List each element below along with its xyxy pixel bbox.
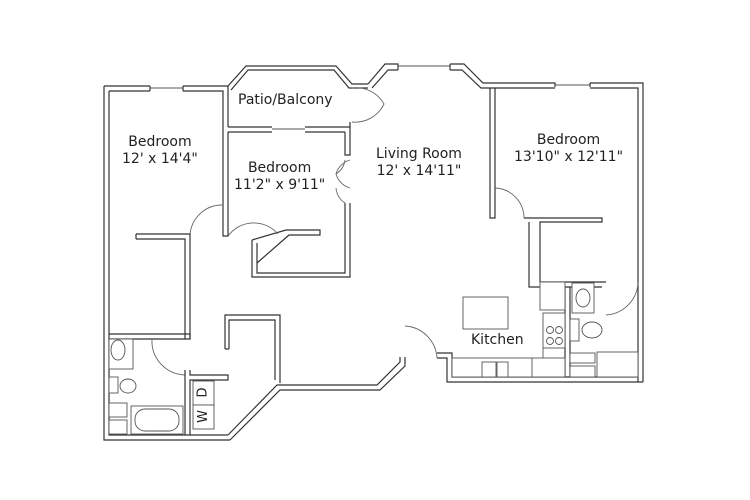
room-label-bedroom-1: Bedroom 12' x 14'4": [122, 134, 198, 168]
room-dimensions: 11'2" x 9'11": [234, 177, 326, 193]
washer-dryer-closet: [192, 380, 215, 430]
right-bathroom: [569, 282, 639, 378]
room-dimensions: 12' x 14'11": [376, 163, 462, 179]
room-name: Kitchen: [471, 332, 524, 348]
room-label-patio: Patio/Balcony: [238, 92, 333, 109]
room-label-kitchen: Kitchen: [471, 332, 524, 349]
hall-walls: [224, 314, 438, 383]
washer-label: W: [195, 410, 211, 423]
room-label-bedroom-3: Bedroom 13'10" x 12'11": [514, 132, 623, 166]
room-name: Bedroom: [536, 132, 601, 148]
room-label-bedroom-2: Bedroom 11'2" x 9'11": [234, 160, 325, 194]
room-dimensions: 12' x 14'4": [122, 151, 198, 167]
room-label-living-room: Living Room 12' x 14'11": [376, 146, 462, 180]
patio-walls: [228, 87, 385, 133]
room-name: Bedroom: [247, 160, 312, 176]
kitchen-fixtures: [451, 281, 566, 378]
room-name: Patio/Balcony: [238, 92, 333, 108]
room-name: Living Room: [376, 146, 462, 162]
left-bedroom-walls: [135, 204, 223, 339]
middle-bedroom-walls: [222, 127, 351, 278]
room-name: Bedroom: [128, 134, 192, 150]
room-dimensions: 13'10" x 12'11": [514, 149, 624, 165]
left-bathroom: [108, 333, 229, 435]
dryer-label: D: [195, 387, 211, 398]
